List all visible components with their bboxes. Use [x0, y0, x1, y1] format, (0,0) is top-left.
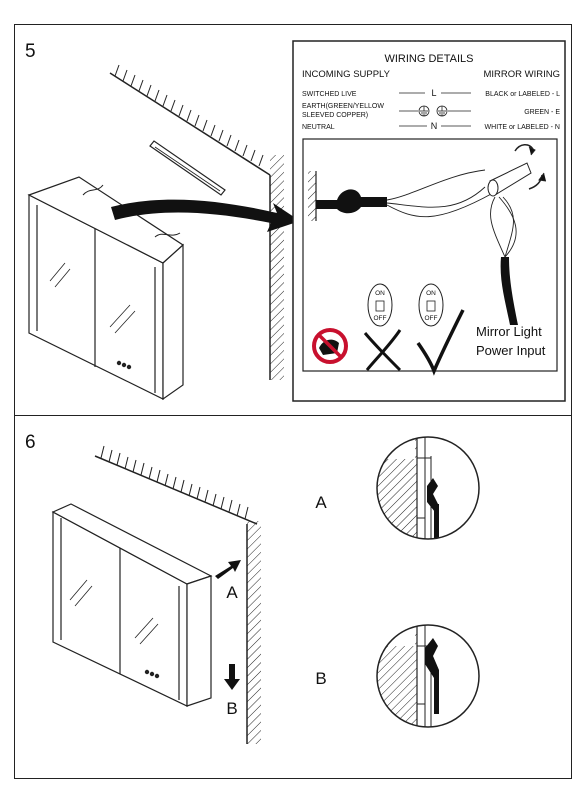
- mirror-header: MIRROR WIRING: [483, 69, 560, 80]
- power-label-line2: Power Input: [476, 343, 546, 358]
- mirror-power-cable: [490, 196, 518, 325]
- step-6-illustration: A B A B: [51, 436, 480, 744]
- wire-connector: [487, 144, 547, 197]
- svg-text:ON: ON: [375, 290, 385, 297]
- no-live-work-icon: [312, 328, 348, 364]
- ceiling-hatch: [109, 64, 271, 176]
- mounting-bracket: [149, 140, 226, 196]
- step-number-6: 6: [25, 432, 36, 453]
- switch-off-icon: ON OFF: [418, 283, 444, 327]
- switch-on-icon: ON OFF: [367, 283, 393, 327]
- correct-check-icon: [416, 309, 465, 376]
- supply-cable: [316, 169, 494, 218]
- row-earth-incoming2: SLEEVED COPPER): [302, 112, 368, 119]
- wall-hatch: [269, 155, 284, 380]
- detail-a-circle: [376, 436, 480, 540]
- arrow-b-label: B: [226, 699, 237, 718]
- mirror-cabinet: [27, 176, 184, 401]
- detail-b-circle: [376, 624, 480, 728]
- incoming-header: INCOMING SUPPLY: [302, 69, 391, 80]
- earth-icon: [418, 105, 448, 117]
- ceiling-hatch: [94, 445, 258, 525]
- row-earth-incoming: EARTH(GREEN/YELLOW: [302, 103, 384, 110]
- row-neutral-mirror: WHITE or LABELED - N: [485, 124, 560, 131]
- cabinet-wires: [82, 184, 181, 238]
- step-6-panel: 6: [14, 415, 572, 779]
- row-neutral-incoming: NEUTRAL: [302, 124, 335, 131]
- wall-hatch: [246, 521, 261, 744]
- svg-text:ON: ON: [426, 290, 436, 297]
- wiring-detail-arrow: [111, 199, 300, 232]
- svg-text:OFF: OFF: [425, 315, 438, 322]
- arrow-a-label: A: [226, 583, 238, 602]
- mirror-cabinet: [51, 503, 213, 707]
- svg-text:OFF: OFF: [374, 315, 387, 322]
- row-neutral-symbol: N: [431, 121, 438, 131]
- arrow-b-icon: [224, 664, 240, 690]
- row-live-incoming: SWITCHED LIVE: [302, 91, 357, 98]
- incorrect-cross-icon: [363, 329, 402, 372]
- power-label-line1: Mirror Light: [476, 324, 542, 339]
- row-live-symbol: L: [431, 88, 436, 98]
- row-live-mirror: BLACK or LABELED - L: [485, 91, 560, 98]
- step-5-illustration: WIRING DETAILS INCOMING SUPPLY MIRROR WI…: [27, 40, 566, 402]
- detail-b-label: B: [315, 669, 326, 688]
- arrow-a-icon: [215, 560, 241, 579]
- row-earth-mirror: GREEN - E: [524, 109, 560, 116]
- wiring-details-box: WIRING DETAILS INCOMING SUPPLY MIRROR WI…: [292, 40, 566, 402]
- wiring-title: WIRING DETAILS: [384, 53, 473, 65]
- step-number-5: 5: [25, 41, 36, 62]
- detail-a-label: A: [315, 493, 327, 512]
- step-5-panel: 5: [14, 24, 572, 416]
